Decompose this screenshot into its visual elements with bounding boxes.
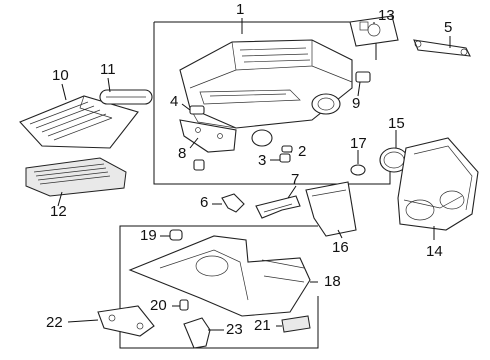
filter-seal-11 [99,89,153,105]
callout-2: 2 [298,143,307,160]
mounting-plate [179,119,237,153]
plate-21 [281,315,311,333]
support-rod [413,39,471,57]
callout-16: 16 [332,239,349,256]
bolt-20 [179,299,189,311]
callout-10: 10 [52,67,69,84]
bracket-22 [97,305,155,337]
callout-21: 21 [254,317,271,334]
callout-15: 15 [388,115,405,132]
tube-7 [255,195,301,219]
clamp-6 [221,193,245,213]
small-bracket [189,105,205,115]
callout-12: 12 [50,203,67,220]
callout-8: 8 [178,145,187,162]
duct-16 [305,181,357,237]
callout-4: 4 [170,93,179,110]
bolt-under-housing [193,159,205,171]
lower-case-18 [128,235,311,317]
callout-18: 18 [324,273,341,290]
callout-3: 3 [258,152,267,169]
callout-11: 11 [100,61,116,78]
lower-group-frame [119,225,319,349]
callout-5: 5 [444,19,453,36]
callout-22: 22 [46,314,63,331]
callout-20: 20 [150,297,167,314]
air-cleaner-housing [179,39,353,147]
callout-13: 13 [378,7,395,24]
callout-7: 7 [291,171,300,188]
callout-19: 19 [140,227,157,244]
elbow-23 [183,317,211,349]
callout-9: 9 [352,95,361,112]
grommet-17 [350,164,366,176]
grommet-3 [279,153,291,163]
grommet-19 [169,229,183,241]
intake-duct-14 [397,137,479,231]
leader-lines [57,18,451,331]
sensor-bracket [355,71,371,83]
filter-cover-10 [19,95,139,149]
callout-14: 14 [426,243,443,260]
callout-17: 17 [350,135,367,152]
callout-1: 1 [236,1,245,18]
callout-23: 23 [226,321,243,338]
air-filter-12 [25,157,127,197]
clip-2 [281,145,293,153]
callout-6: 6 [200,194,209,211]
